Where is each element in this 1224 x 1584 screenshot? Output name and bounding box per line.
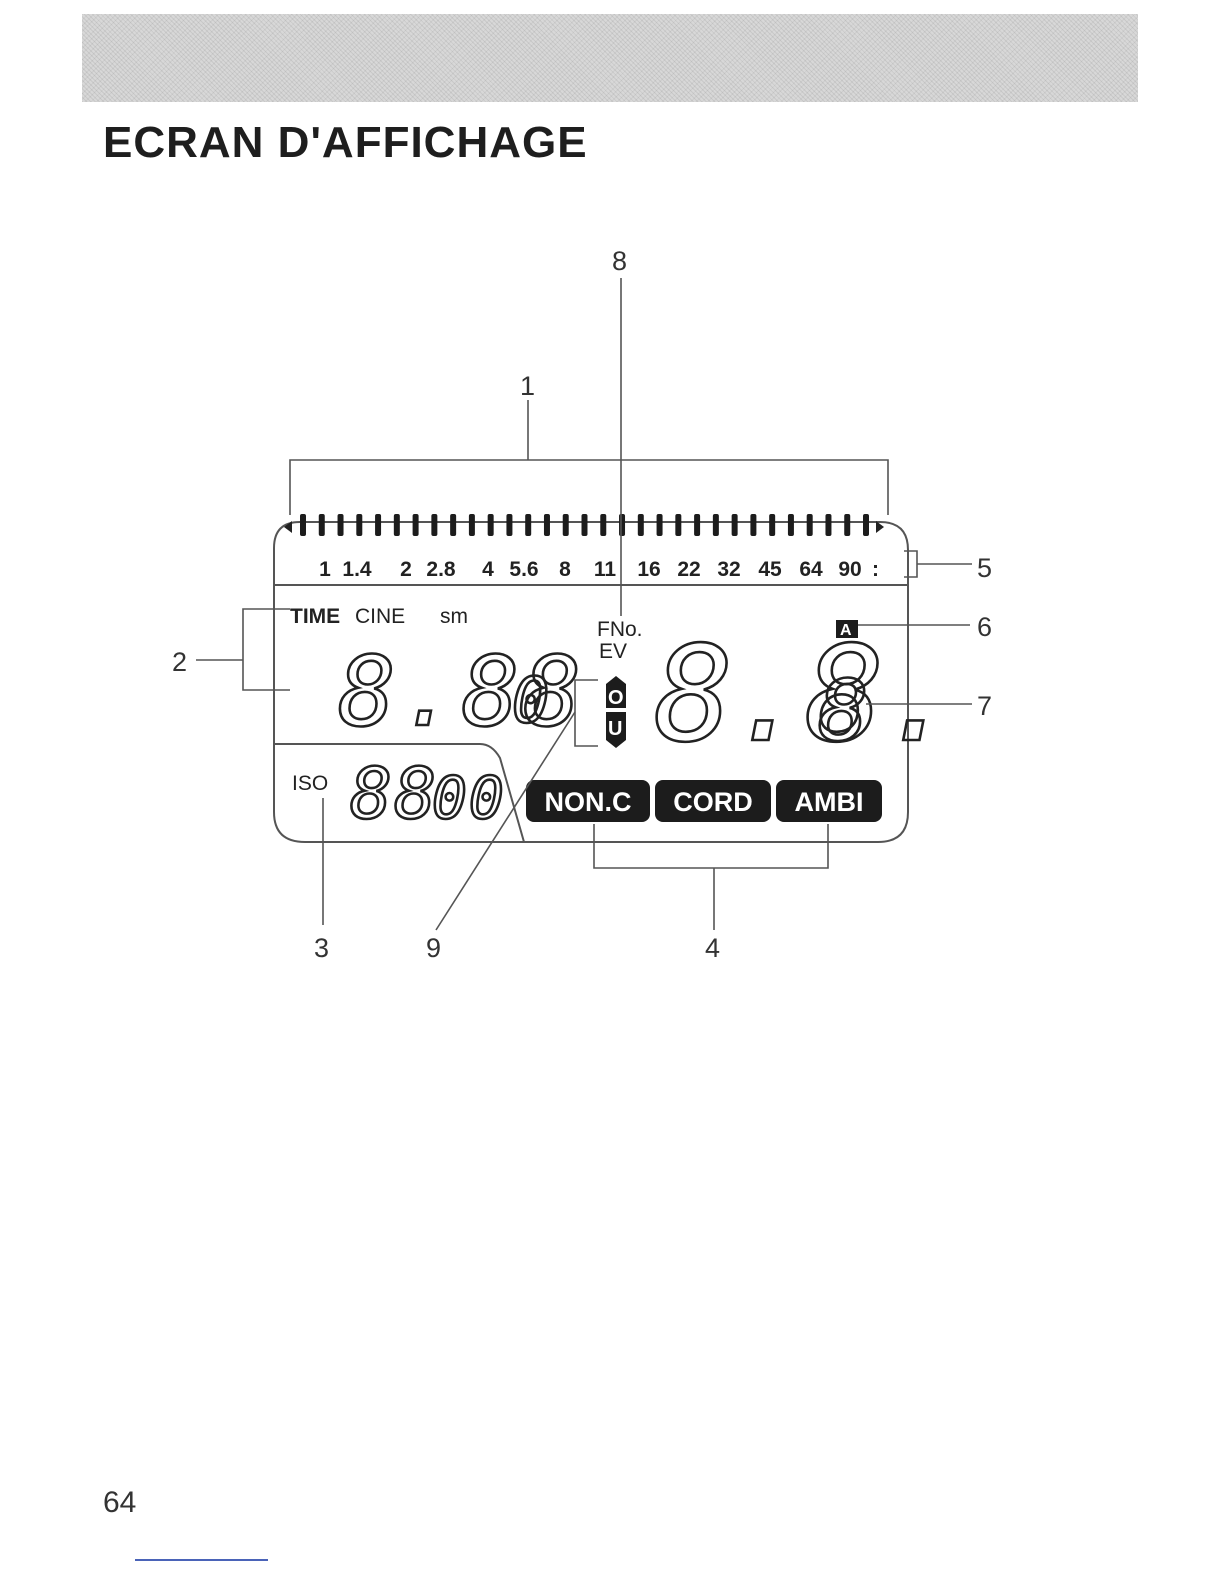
aperture-tick [694,514,700,536]
aperture-scale-number: 11 [594,558,617,581]
aperture-tick [788,514,794,536]
over-under-indicator: O U [606,676,626,748]
aperture-scale-number: 4 [482,558,494,581]
aperture-tick [619,514,625,536]
aperture-tick [657,514,663,536]
aperture-scale-number: 64 [799,558,823,581]
auto-mark: A [840,622,852,639]
callout-8: 8 [612,246,627,276]
aperture-tick [732,514,738,536]
aperture-tick [450,514,456,536]
over-label: O [608,687,624,709]
aperture-scale-number: 5.6 [509,558,538,581]
aperture-scale-number: 8 [559,558,571,581]
main-digits: 8.8. [654,618,956,772]
badge-ambi: AMBI [795,787,864,817]
aperture-tick [469,514,475,536]
aperture-tick [319,514,325,536]
aperture-scale-number: 1 [319,558,331,581]
scale-colon-mark: : [872,558,879,581]
aperture-tick [563,514,569,536]
under-label: U [608,718,622,740]
badge-nonc: NON.C [545,787,632,817]
footer-rule [135,1559,268,1561]
iso-small-digits: 00 [432,764,506,832]
aperture-tick [675,514,681,536]
callout-3: 3 [314,933,329,963]
aperture-tick [638,514,644,536]
aperture-scale-number: 90 [838,558,861,581]
aperture-tick [394,514,400,536]
fno-label: FNo. [597,618,643,641]
aperture-scale-number: 22 [677,558,700,581]
callout-9: 9 [426,933,441,963]
aperture-tick [600,514,606,536]
aperture-tick [544,514,550,536]
aperture-scale-number: 16 [637,558,660,581]
aperture-scale-number: 1.4 [342,558,372,581]
aperture-tick [750,514,756,536]
page-number: 64 [103,1486,136,1520]
cine-label: CINE [355,605,405,628]
aperture-tick [825,514,831,536]
aperture-tick [413,514,419,536]
callout-2: 2 [172,647,187,677]
aperture-tick [488,514,494,536]
callout-7: 7 [977,691,992,721]
aperture-scale-number: 45 [758,558,782,581]
aperture-tick [863,514,869,536]
main-small-digit: 8 [818,662,869,760]
aperture-tick [713,514,719,536]
callout-1: 1 [520,371,535,401]
aperture-tick [525,514,531,536]
shutter-small-digit: 0 [512,664,549,737]
callout-5: 5 [977,553,992,583]
aperture-tick-bar [300,514,869,536]
aperture-tick [844,514,850,536]
aperture-tick [769,514,775,536]
time-label: TIME [290,605,340,628]
aperture-tick [300,514,306,536]
callout-6: 6 [977,612,992,642]
leader-lines [196,278,972,930]
aperture-tick [431,514,437,536]
aperture-tick [582,514,588,536]
mode-badges: NON.C CORD AMBI [526,780,882,822]
aperture-tick [338,514,344,536]
aperture-scale-numbers: 1 1.4 2 2.8 4 5.6 8 11 16 22 32 45 64 90 [319,558,862,581]
aperture-tick [506,514,512,536]
aperture-tick [807,514,813,536]
aperture-tick [356,514,362,536]
ev-label: EV [599,640,627,663]
aperture-scale-number: 2.8 [426,558,456,581]
aperture-tick [375,514,381,536]
auto-mode-icon: A [836,620,858,639]
badge-cord: CORD [673,787,753,817]
callout-4: 4 [705,933,720,963]
iso-digits: 88 [350,753,438,835]
unit-label: sm [440,605,468,628]
aperture-scale-number: 2 [400,558,412,581]
aperture-scale-number: 32 [717,558,740,581]
iso-label: ISO [292,772,328,795]
